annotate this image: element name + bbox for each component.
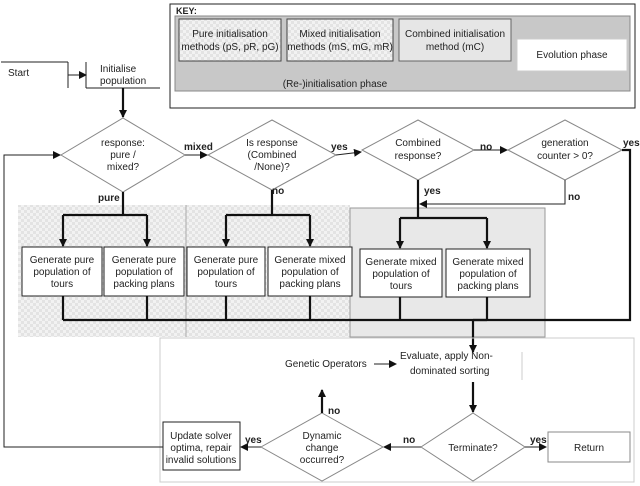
mixed-tours-line3: tours <box>390 281 412 292</box>
key-pure-line2: methods (pS, pR, pG) <box>181 42 278 53</box>
mixed-pack2-line1: Generate mixed <box>452 257 523 268</box>
key-combined-line1: Combined initialisation <box>405 29 505 40</box>
edge-label-yes-1: yes <box>331 142 348 153</box>
box-return <box>547 431 631 463</box>
dynamic-line3: occurred? <box>300 455 345 466</box>
key-mixed-line1: Mixed initialisation <box>299 29 380 40</box>
edge-label-mixed: mixed <box>184 142 213 153</box>
edge-label-yes-3: yes <box>623 138 640 149</box>
key-mixed-line2: methods (mS, mG, mR) <box>287 42 393 53</box>
key-pure-line1: Pure initialisation <box>192 29 268 40</box>
pure-pack-line2: population of <box>115 267 172 278</box>
mixed-pack2-line3: packing plans <box>457 281 518 292</box>
box-pure-pack <box>103 246 185 297</box>
update-line2: optima, repair <box>170 443 232 454</box>
pure-pack-line1: Generate pure <box>112 255 177 266</box>
key-mixed-box <box>286 18 394 62</box>
box-update-solver <box>162 421 241 471</box>
start-label: Start <box>8 68 29 79</box>
response-line3: mixed? <box>107 162 140 173</box>
pure-pack-line3: packing plans <box>113 279 174 290</box>
response-line1: response: <box>101 138 145 149</box>
is-response-line2: (Combined <box>248 150 297 161</box>
combined-line1: Combined <box>395 138 441 149</box>
decision-combined-response <box>360 119 476 181</box>
pure-tours-line2: population of <box>33 267 90 278</box>
key-combined-line2: method (mC) <box>426 42 484 53</box>
update-line1: Update solver <box>170 431 232 442</box>
evaluate-line2: dominated sorting <box>410 366 490 377</box>
init-line2: population <box>100 76 146 87</box>
decision-dynamic-change <box>259 412 385 482</box>
mixed-pack2-line2: population of <box>459 269 516 280</box>
edge-label-no-4: no <box>403 435 415 446</box>
generation-line2: counter > 0? <box>537 151 593 162</box>
box-pure-tours-2 <box>186 246 266 297</box>
mixed-tours-line1: Generate mixed <box>365 257 436 268</box>
arrow-generation-yes <box>473 148 632 322</box>
box-mixed-pack <box>267 246 353 297</box>
init-line1: Initialise <box>100 64 137 75</box>
edge-label-yes-2: yes <box>424 186 441 197</box>
edge-label-pure: pure <box>98 193 120 204</box>
pure-tours2-line3: tours <box>215 279 237 290</box>
arrow-loop-back <box>3 151 163 448</box>
edge-label-yes-5: yes <box>245 435 262 446</box>
genetic-operators-label: Genetic Operators <box>285 359 367 370</box>
edge-label-yes-4: yes <box>530 435 547 446</box>
key-evolution-box <box>516 38 628 72</box>
is-response-line1: Is response <box>246 138 298 149</box>
evaluate-line1: Evaluate, apply Non- <box>400 351 493 362</box>
box-mixed-tours <box>359 248 443 298</box>
arrow-is-response-yes <box>335 148 362 157</box>
key-pure-box <box>178 18 282 62</box>
generation-line1: generation <box>541 138 588 149</box>
dynamic-line1: Dynamic <box>303 431 342 442</box>
pure-tours-line3: tours <box>51 279 73 290</box>
key-reinit-label: (Re-)initialisation phase <box>283 79 388 90</box>
key-evolution-label: Evolution phase <box>536 50 608 61</box>
edge-label-no-3: no <box>568 192 580 203</box>
edge-label-no-5: no <box>328 406 340 417</box>
combined-line2: response? <box>395 151 442 162</box>
decision-terminate <box>420 412 526 482</box>
mixed-pack-line2: population of <box>281 267 338 278</box>
mixed-tours-line2: population of <box>372 269 429 280</box>
box-mixed-pack-2 <box>445 248 531 298</box>
edge-label-no-2: no <box>272 186 284 197</box>
key-title: KEY: <box>176 6 197 16</box>
key-combined-box <box>398 18 512 62</box>
evolution-panel <box>159 337 635 483</box>
box-pure-tours <box>21 246 103 297</box>
mixed-pack-line3: packing plans <box>279 279 340 290</box>
pure-tours2-line2: population of <box>197 267 254 278</box>
terminate-label: Terminate? <box>448 443 498 454</box>
return-label: Return <box>574 443 604 454</box>
pure-tours-line1: Generate pure <box>30 255 95 266</box>
decision-generation-counter <box>506 119 624 181</box>
dynamic-line2: change <box>306 443 339 454</box>
response-line2: pure / <box>110 150 136 161</box>
edge-label-no-1: no <box>480 142 492 153</box>
pure-tours2-line1: Generate pure <box>194 255 259 266</box>
update-line3: invalid solutions <box>166 455 237 466</box>
arrow-generation-no <box>419 180 566 208</box>
mixed-pack-line1: Generate mixed <box>274 255 345 266</box>
is-response-line3: /None)? <box>254 162 290 173</box>
